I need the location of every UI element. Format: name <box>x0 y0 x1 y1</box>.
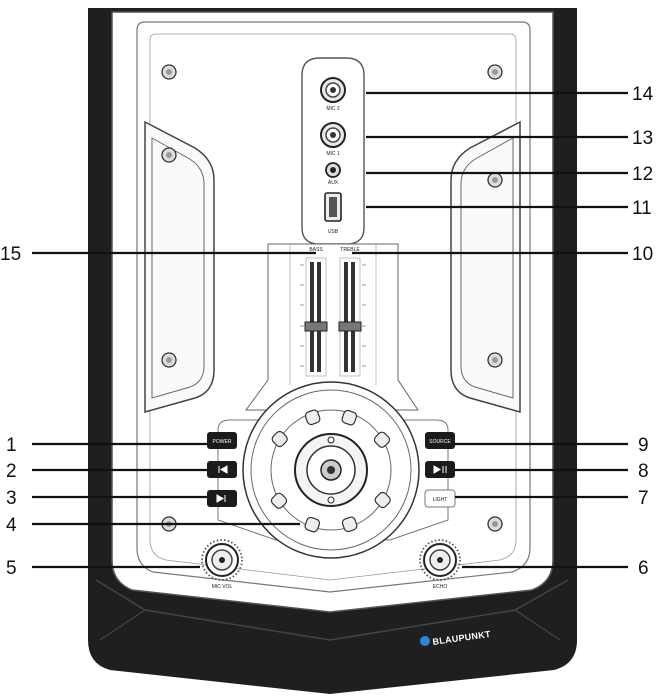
bass-slider[interactable] <box>304 257 328 377</box>
callout-1: 1 <box>6 435 17 456</box>
callout-5: 5 <box>6 558 17 579</box>
power-button[interactable]: POWER <box>207 432 237 449</box>
echo-knob[interactable] <box>419 539 461 581</box>
next-button[interactable] <box>207 490 237 507</box>
light-button[interactable]: LIGHT <box>424 489 456 508</box>
callout-10: 10 <box>632 244 653 265</box>
led-icon <box>373 431 391 448</box>
light-button-label: LIGHT <box>433 497 448 503</box>
led-lamps <box>270 409 391 533</box>
led-icon <box>304 409 321 426</box>
screw-icon <box>161 64 177 80</box>
screw-icon <box>487 516 503 532</box>
slider-panel <box>245 243 419 411</box>
led-icon <box>270 492 288 509</box>
previous-button[interactable] <box>207 461 237 478</box>
mic1-label: MIC 1 <box>326 151 340 157</box>
callout-15: 15 <box>0 244 21 265</box>
callout-2: 2 <box>6 461 17 482</box>
treble-label: TREBLE <box>340 247 360 253</box>
mic-vol-knob[interactable] <box>201 539 243 581</box>
screw-icon <box>487 352 503 368</box>
left-handle-inner <box>151 137 205 399</box>
callout-12: 12 <box>632 164 653 185</box>
base-bevel-lower <box>99 609 561 641</box>
led-icon <box>341 409 358 426</box>
led-icon <box>374 491 391 509</box>
previous-icon <box>218 465 228 474</box>
aux-label: AUX <box>328 180 339 186</box>
callout-11: 11 <box>632 198 652 219</box>
input-strip <box>301 57 365 245</box>
base-bevel <box>95 579 569 641</box>
usb-label: USB <box>328 229 339 235</box>
source-button[interactable]: SOURCE <box>425 432 455 449</box>
play-pause-button[interactable] <box>425 461 455 478</box>
left-handle <box>144 120 215 413</box>
callout-8: 8 <box>638 461 649 482</box>
mic2-jack-icon[interactable] <box>320 77 346 103</box>
next-icon <box>216 494 226 503</box>
screw-icon <box>161 352 177 368</box>
led-icon <box>271 430 288 448</box>
power-button-label: POWER <box>213 439 232 445</box>
screw-icon <box>487 64 503 80</box>
mic1-jack-icon[interactable] <box>320 122 346 148</box>
callout-9: 9 <box>638 435 649 456</box>
mic2-label: MIC 2 <box>326 106 340 112</box>
source-button-label: SOURCE <box>429 439 451 445</box>
inner-panel-outline-2 <box>149 33 517 581</box>
echo-label: ECHO <box>433 584 448 590</box>
led-icon <box>341 516 358 533</box>
callout-4: 4 <box>6 515 17 536</box>
slider-scale-marks <box>300 264 366 367</box>
led-icon <box>304 516 321 533</box>
callout-6: 6 <box>638 558 649 579</box>
callout-3: 3 <box>6 488 17 509</box>
aux-jack-icon[interactable] <box>325 162 341 178</box>
callout-14: 14 <box>632 84 654 105</box>
callout-7: 7 <box>638 488 649 509</box>
right-handle <box>450 120 521 413</box>
callout-lines <box>32 91 628 569</box>
right-handle-inner <box>460 137 514 399</box>
callout-13: 13 <box>632 128 653 149</box>
usb-port-icon[interactable] <box>324 192 342 222</box>
bass-label: BASS <box>309 247 323 253</box>
play-pause-icon <box>433 465 447 474</box>
screw-icon <box>161 147 177 163</box>
volume-knob[interactable] <box>294 433 368 507</box>
brand-dot-icon <box>420 636 430 646</box>
mic-vol-label: MIC VOL <box>212 584 233 590</box>
screw-icon <box>487 172 503 188</box>
treble-slider[interactable] <box>338 257 362 377</box>
